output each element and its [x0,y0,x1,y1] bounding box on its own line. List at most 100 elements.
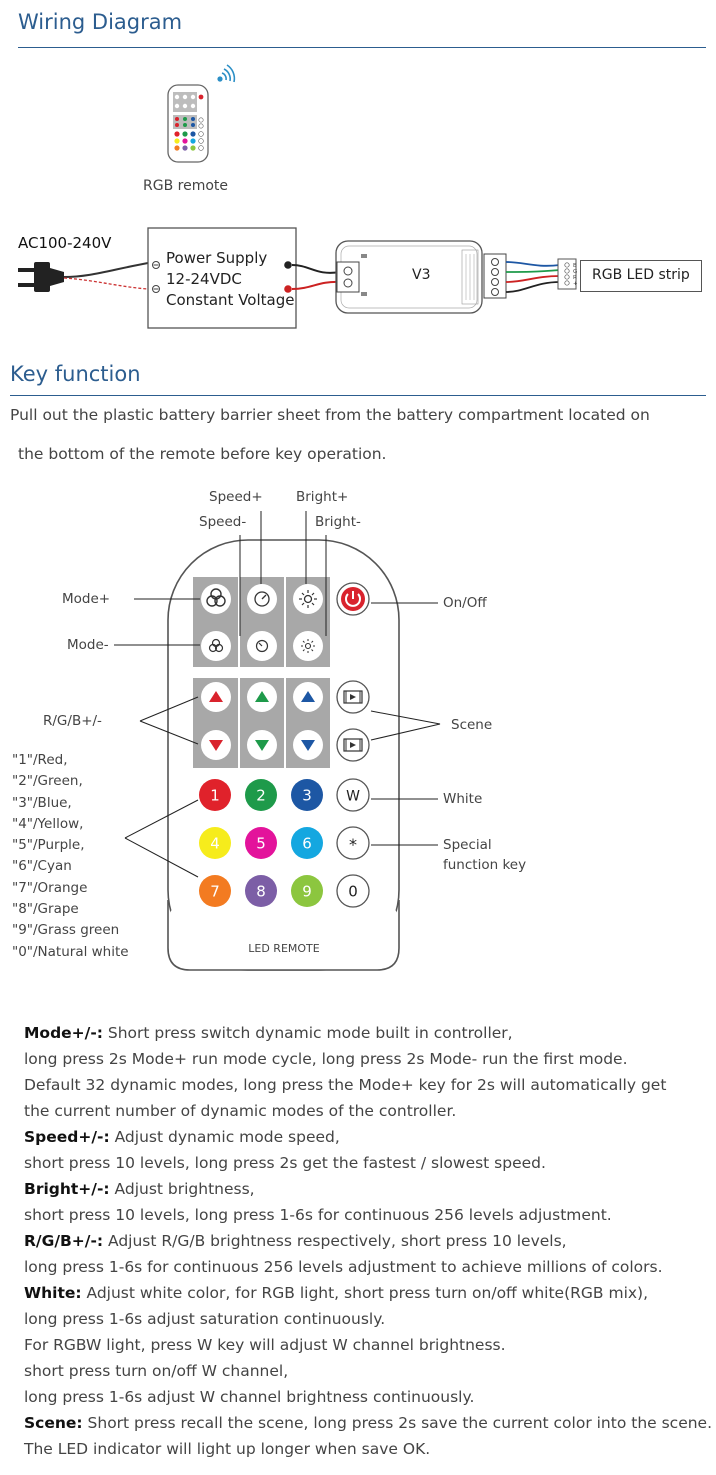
scene-key-2[interactable] [336,728,370,762]
power-supply-line-1: Power Supply [166,249,268,267]
white-key[interactable]: W [336,778,370,812]
special-function-key[interactable]: * [336,826,370,860]
svg-text:R: R [573,275,577,281]
wiring-diagram-title: Wiring Diagram [18,10,183,34]
key-4[interactable]: 4 [199,827,231,859]
label-bright-plus: Bright+ [296,489,349,505]
bright-plus-key[interactable] [293,584,323,614]
description-line: Mode+/-: Short press switch dynamic mode… [24,1024,513,1042]
svg-text:*: * [349,835,357,854]
description-line: Speed+/-: Adjust dynamic mode speed, [24,1128,340,1146]
small-remote-icon [167,84,209,163]
label-on-off: On/Off [443,595,487,611]
key-descriptions: Mode+/-: Short press switch dynamic mode… [24,1020,713,1462]
number-list-item: "5"/Purple, [12,837,85,854]
label-special-line-2: function key [443,857,527,873]
description-line: Bright+/-: Adjust brightness, [24,1180,255,1198]
description-line: the current number of dynamic modes of t… [24,1102,457,1120]
svg-text:7: 7 [210,883,220,901]
label-mode-plus: Mode+ [62,591,111,607]
number-color-list: "1"/Red, "2"/Green, "3"/Blue, "4"/Yellow… [12,750,129,963]
scene-key-1[interactable] [336,680,370,714]
green-plus-key[interactable] [247,682,277,712]
number-list-item: "7"/Orange [12,879,88,896]
mode-plus-key[interactable] [201,584,231,614]
power-supply-line-3: Constant Voltage [166,291,295,309]
blue-minus-key[interactable] [293,730,323,760]
svg-text:1: 1 [210,787,220,805]
svg-text:+: + [573,281,578,287]
description-line: long press 1-6s adjust saturation contin… [24,1310,386,1328]
blue-plus-key[interactable] [293,682,323,712]
label-rgb-plus-minus: R/G/B+/- [43,713,102,729]
intro-line-2: the bottom of the remote before key oper… [18,445,387,463]
wireless-signal-icon [217,64,236,83]
description-line: long press 2s Mode+ run mode cycle, long… [24,1050,628,1068]
remote-body-bottom [168,900,399,970]
label-speed-minus: Speed- [199,514,247,530]
number-list-item: "0"/Natural white [12,943,129,960]
svg-text:W: W [346,789,360,805]
ac-voltage-label: AC100-240V [18,234,112,252]
description-line: long press 1-6s adjust W channel brightn… [24,1388,475,1406]
label-speed-plus: Speed+ [209,489,263,505]
intro-line-1: Pull out the plastic battery barrier she… [10,406,650,424]
number-list-item: "8"/Grape [12,901,79,918]
bright-minus-key[interactable] [293,631,323,661]
description-line: R/G/B+/-: Adjust R/G/B brightness respec… [24,1232,567,1250]
controller-label: V3 [412,267,431,283]
svg-text:0: 0 [348,883,358,901]
key-8[interactable]: 8 [245,875,277,907]
red-minus-key[interactable] [201,730,231,760]
key-2[interactable]: 2 [245,779,277,811]
speed-minus-key[interactable] [247,631,277,661]
svg-text:4: 4 [210,835,220,853]
svg-text:3: 3 [302,787,312,805]
description-line: For RGBW light, press W key will adjust … [24,1336,506,1354]
key-function-title-rule [10,395,706,396]
led-remote-brand: LED REMOTE [248,942,320,955]
speed-plus-key[interactable] [247,584,277,614]
key-9[interactable]: 9 [291,875,323,907]
power-key[interactable] [336,582,370,616]
label-bright-minus: Bright- [315,514,361,530]
key-1[interactable]: 1 [199,779,231,811]
key-6[interactable]: 6 [291,827,323,859]
description-line: short press 10 levels, long press 2s get… [24,1154,546,1172]
key-7[interactable]: 7 [199,875,231,907]
number-list-item: "6"/Cyan [12,858,72,875]
mode-minus-key[interactable] [201,631,231,661]
controller-v3 [335,240,507,314]
number-list-item: "9"/Grass green [12,922,120,939]
svg-text:5: 5 [256,835,266,853]
description-line: Default 32 dynamic modes, long press the… [24,1076,667,1094]
number-list-item: "4"/Yellow, [12,815,84,832]
wiring-title-rule [18,47,706,48]
description-line: short press turn on/off W channel, [24,1362,289,1380]
svg-text:8: 8 [256,883,266,901]
number-list-item: "3"/Blue, [12,794,72,811]
key-function-title: Key function [10,362,141,386]
key-0[interactable]: 0 [336,874,370,908]
number-list-item: "1"/Red, [12,752,68,768]
description-line: Scene: Short press recall the scene, lon… [24,1414,713,1432]
svg-text:2: 2 [256,787,266,805]
rgb-remote-label: RGB remote [143,178,228,194]
power-supply-box [147,227,297,329]
ac-plug-icon [18,262,64,292]
svg-text:B: B [573,263,577,269]
led-strip-connector: BGR+ [557,258,578,290]
power-supply-line-2: 12-24VDC [166,270,242,288]
description-line: The LED indicator will light up longer w… [24,1440,431,1458]
remote-diagram: 1 2 3 4 5 6 7 8 9 W * 0 LED REMOTE [114,511,441,971]
green-minus-key[interactable] [247,730,277,760]
callout-lines [114,511,441,878]
key-5[interactable]: 5 [245,827,277,859]
number-list-item: "2"/Green, [12,773,83,790]
key-3[interactable]: 3 [291,779,323,811]
svg-text:G: G [573,269,577,275]
red-plus-key[interactable] [201,682,231,712]
description-line: long press 1-6s for continuous 256 level… [24,1258,663,1276]
svg-text:6: 6 [302,835,312,853]
svg-text:9: 9 [302,883,312,901]
